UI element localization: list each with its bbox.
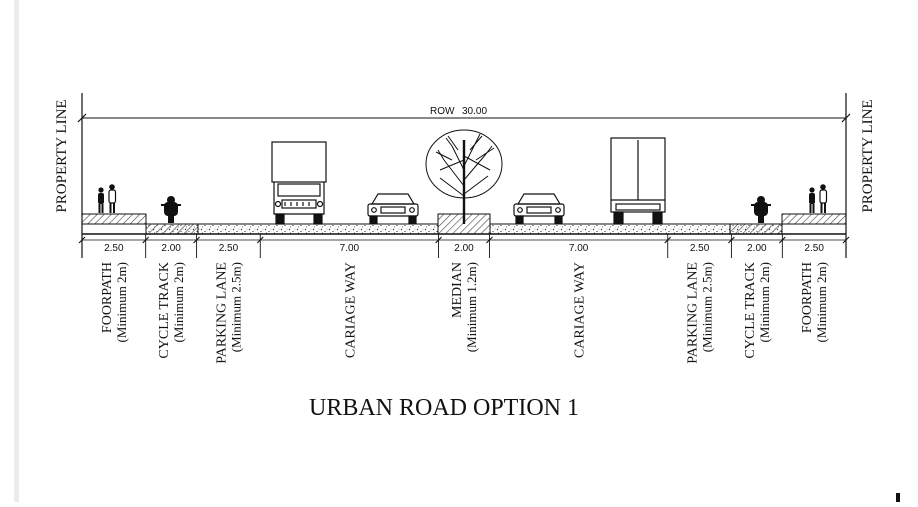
dimension-row: 2.50 2.00 2.50 7.00 2.00 7.00 2.50 2.00 2.50 <box>78 234 850 258</box>
pedestrians-left-icon <box>98 184 117 213</box>
road-surface <box>81 213 847 235</box>
car-front-right-icon <box>513 193 565 224</box>
property-line-label-left: PROPERTY LINE <box>54 99 70 212</box>
tick-slash <box>664 236 672 244</box>
segment-note: (Minimum 2m) <box>757 262 772 343</box>
row-value: 30.00 <box>462 106 487 117</box>
segment-dimension: 2.50 <box>219 243 239 254</box>
tick-slash <box>778 236 786 244</box>
tick-slash <box>193 236 200 244</box>
segment-dimension: 2.50 <box>804 243 824 254</box>
segment-name: CYCLE TRACK <box>743 262 758 359</box>
tick-slash <box>728 236 735 244</box>
segment-name: PARKING LANE <box>214 262 229 364</box>
segment-name: CARIAGE WAY <box>573 262 588 358</box>
segment-note: (Minimum 2.5m) <box>228 262 243 352</box>
truck-front-left-icon <box>271 141 327 225</box>
segment-note: (Minimum 2m) <box>814 262 829 343</box>
segment-note: (Minimum 2.5m) <box>700 262 715 352</box>
pedestrians-right-icon <box>809 184 828 213</box>
property-line-label-right: PROPERTY LINE <box>860 99 876 212</box>
segment-name: CARIAGE WAY <box>343 262 358 358</box>
segment-note: (Minimum 2m) <box>114 262 129 343</box>
segment-note: (Minimum 2m) <box>171 262 186 343</box>
drawing-title: URBAN ROAD OPTION 1 <box>309 395 579 421</box>
segment-name: CYCLE TRACK <box>157 262 172 359</box>
segment-dimension: 7.00 <box>569 243 589 254</box>
corner-mark <box>896 493 900 502</box>
tick-slash <box>486 236 493 244</box>
segment-dimension: 7.00 <box>340 243 360 254</box>
segment-dimension: 2.50 <box>690 243 710 254</box>
segment-note: (Minimum 1.2m) <box>464 262 479 352</box>
tick-slash <box>142 236 150 244</box>
tick-slash <box>78 236 86 244</box>
segment-name: MEDIAN <box>450 262 465 318</box>
tick-slash <box>256 236 264 244</box>
tick-slash <box>842 236 850 244</box>
segment-name: FOORPATH <box>100 262 115 333</box>
segment-dimension: 2.00 <box>161 243 181 254</box>
segment-name: FOORPATH <box>800 262 815 333</box>
tick-slash <box>435 236 442 244</box>
segment-labels: FOORPATH(Minimum 2m)CYCLE TRACK(Minimum … <box>100 262 829 364</box>
segment-name: PARKING LANE <box>686 262 701 364</box>
motorbike-left-icon <box>161 196 181 223</box>
truck-rear-right-icon <box>610 137 666 225</box>
motorbike-right-icon <box>751 196 771 223</box>
car-front-left-icon <box>367 193 419 224</box>
row-label: ROW <box>430 106 455 117</box>
median-tree-icon <box>425 129 503 224</box>
segment-dimension: 2.00 <box>454 243 474 254</box>
segment-dimension: 2.50 <box>104 243 124 254</box>
page-edge <box>14 0 19 502</box>
segment-dimension: 2.00 <box>747 243 767 254</box>
